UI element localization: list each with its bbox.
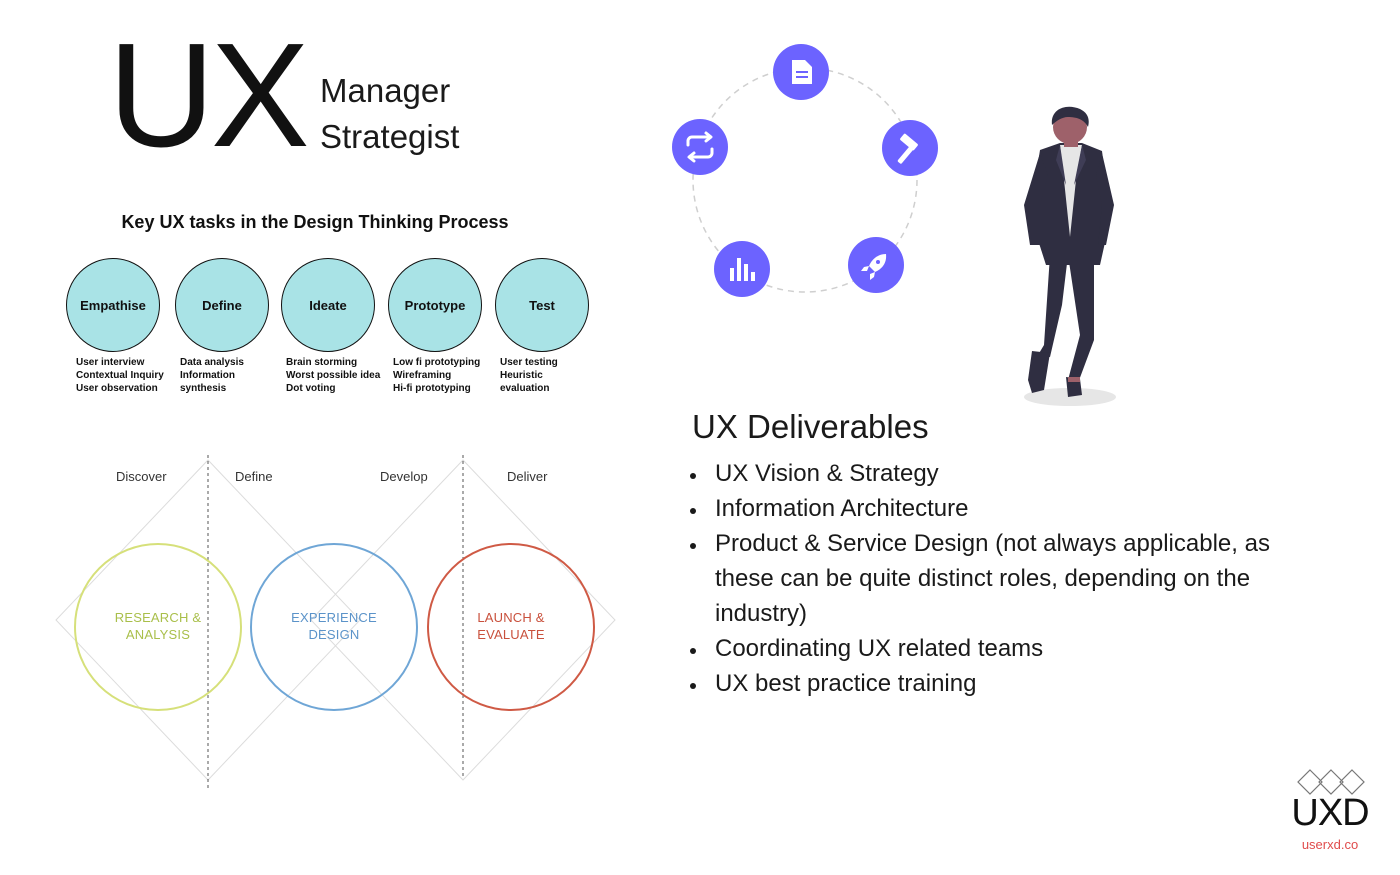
logo-url: userxd.co xyxy=(1301,837,1359,852)
stage-prototype: Prototype xyxy=(388,258,482,352)
double-diamond-diagram xyxy=(55,455,616,790)
document-icon xyxy=(773,44,829,100)
page-title: UX xyxy=(108,13,310,178)
deliverables-title: UX Deliverables xyxy=(692,408,929,445)
launch-circle xyxy=(427,543,595,711)
stage-test-tasks: User testing Heuristic evaluation xyxy=(500,356,558,395)
task-item: Dot voting xyxy=(286,383,336,394)
hammer-icon xyxy=(882,120,938,176)
diamond-outline xyxy=(310,459,616,781)
deliverables-list: UX Vision & Strategy Information Archite… xyxy=(690,456,1330,701)
phase-deliver: Deliver xyxy=(507,469,548,484)
phase-define: Define xyxy=(235,469,273,484)
task-item: Information xyxy=(180,370,235,381)
task-item: Worst possible idea xyxy=(286,370,381,381)
task-item: synthesis xyxy=(180,383,227,394)
phase-develop: Develop xyxy=(380,469,428,484)
research-circle xyxy=(74,543,242,711)
task-item: Wireframing xyxy=(393,370,452,381)
task-item: User observation xyxy=(76,383,158,394)
task-item: Contextual Inquiry xyxy=(76,370,164,381)
businessman-illustration xyxy=(1024,106,1116,406)
ux-cycle xyxy=(672,44,938,297)
launch-evaluate-label: LAUNCH & EVALUATE xyxy=(477,610,545,642)
logo-wordmark: UXD xyxy=(1291,792,1369,834)
deliverable-item: UX best practice training xyxy=(690,666,1330,701)
repeat-icon xyxy=(672,119,728,175)
logo-diamond-mark xyxy=(1297,769,1365,795)
stage-empathise-tasks: User interview Contextual Inquiry User o… xyxy=(76,356,164,395)
stage-ideate: Ideate xyxy=(281,258,375,352)
deliverable-item: Information Architecture xyxy=(690,491,1330,526)
stage-test: Test xyxy=(495,258,589,352)
task-item: Brain storming xyxy=(286,357,358,368)
task-item: Hi-fi prototyping xyxy=(393,383,471,394)
page-subtitle: Manager Strategist xyxy=(320,68,459,160)
stage-prototype-tasks: Low fi prototyping Wireframing Hi-fi pro… xyxy=(393,356,480,395)
task-item: User interview xyxy=(76,357,145,368)
phase-discover: Discover xyxy=(116,469,167,484)
task-item: Data analysis xyxy=(180,357,244,368)
deliverable-item: Product & Service Design (not always app… xyxy=(690,526,1330,631)
rocket-icon xyxy=(848,237,904,293)
subtitle-line-strategist: Strategist xyxy=(320,118,460,155)
experience-design-label: EXPERIENCE DESIGN xyxy=(291,610,377,642)
stage-define: Define xyxy=(175,258,269,352)
deliverable-item: UX Vision & Strategy xyxy=(690,456,1330,491)
subtitle-line-manager: Manager xyxy=(320,72,451,109)
task-item: User testing xyxy=(500,357,558,368)
stage-empathise: Empathise xyxy=(66,258,160,352)
research-analysis-label: RESEARCH & ANALYSIS xyxy=(114,610,202,642)
tasks-heading: Key UX tasks in the Design Thinking Proc… xyxy=(121,212,509,232)
deliverable-item: Coordinating UX related teams xyxy=(690,631,1330,666)
task-item: Heuristic xyxy=(500,370,543,381)
task-item: Low fi prototyping xyxy=(393,357,481,368)
stage-define-tasks: Data analysis Information synthesis xyxy=(180,356,244,395)
bar-chart-icon xyxy=(714,241,770,297)
task-item: evaluation xyxy=(500,383,550,394)
stage-ideate-tasks: Brain storming Worst possible idea Dot v… xyxy=(286,356,380,395)
experience-circle xyxy=(250,543,418,711)
